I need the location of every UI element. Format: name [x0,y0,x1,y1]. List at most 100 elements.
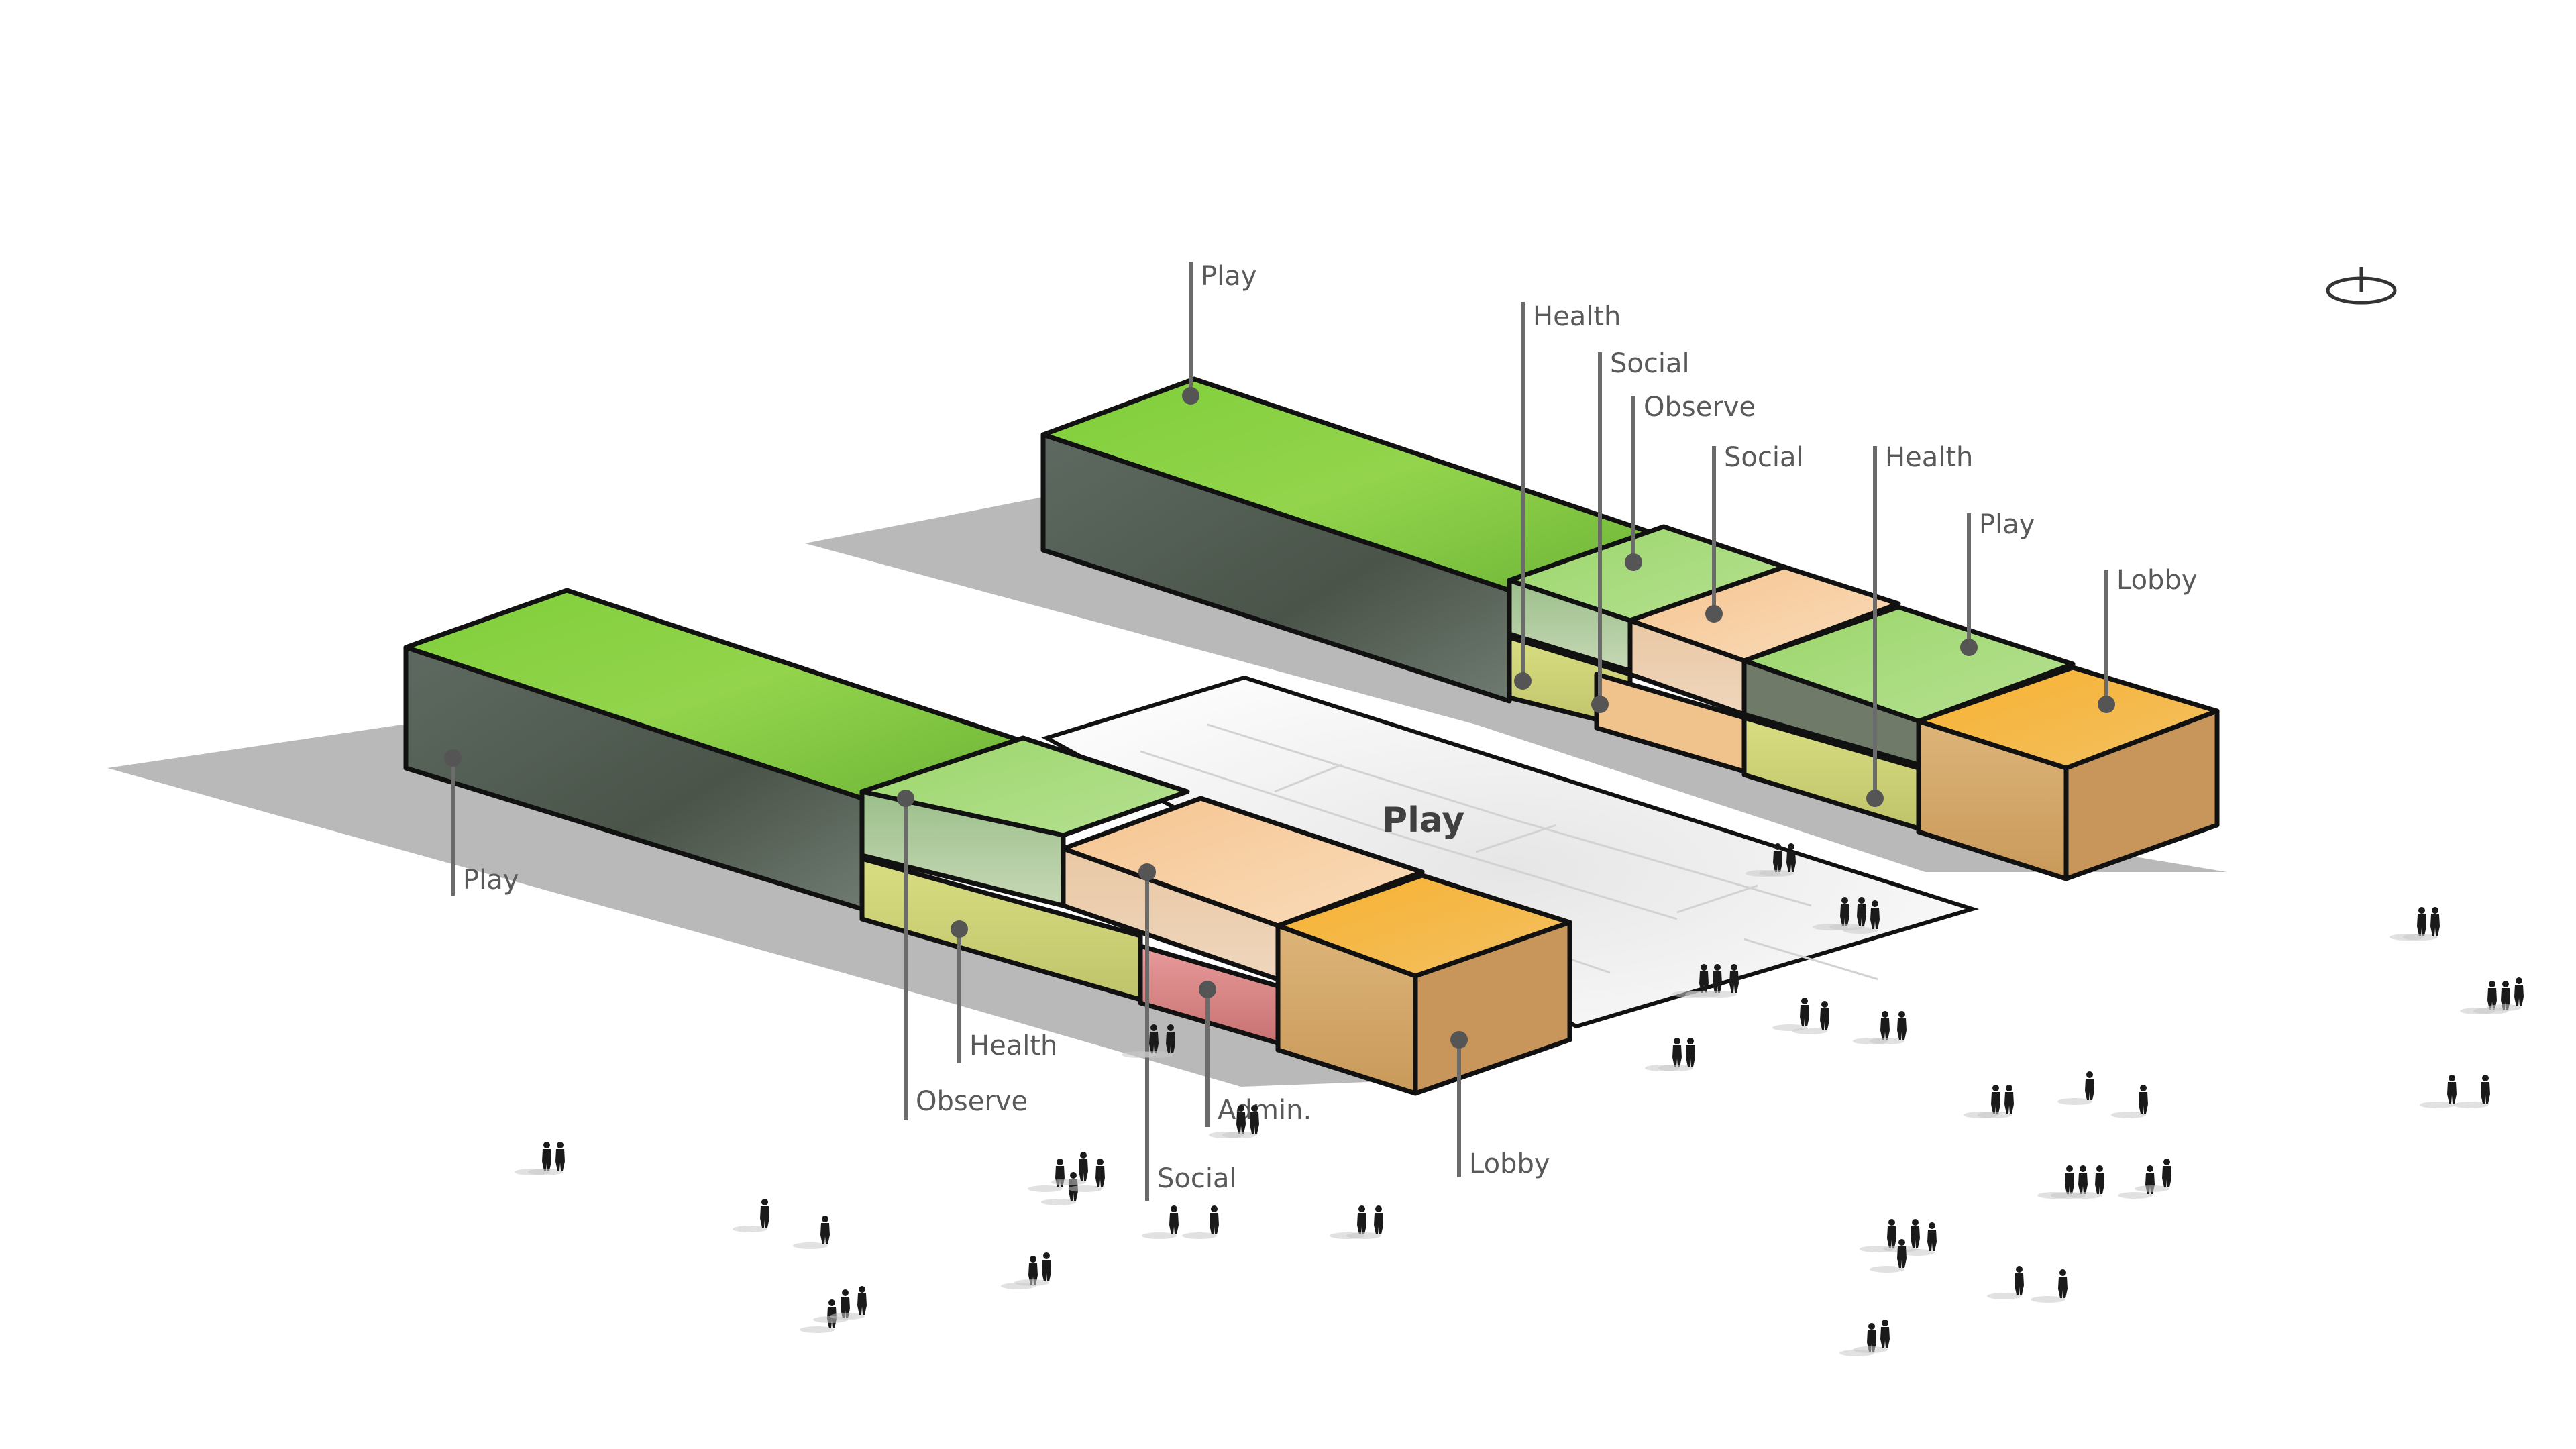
block-observe-front [859,735,1190,908]
person-silhouette-icon [1887,1219,1896,1248]
person-shadow [2403,934,2438,941]
labels-back-wing: Play Health Social Observe Social Health [1182,261,2198,807]
person-shadow [1843,927,1878,934]
person-shadow [1900,1249,1935,1256]
person-silhouette-icon [2514,977,2524,1006]
label-observe-front-text: Observe [916,1086,1028,1117]
block-social-front [1061,796,1425,982]
block-lobby-front [1275,873,1572,1096]
label-play-back-2: Play [1960,509,2035,656]
label-social-back-1-text: Social [1610,348,1690,379]
person-shadow [1068,1185,1103,1192]
person-silhouette-icon [841,1289,850,1318]
north-arrow-icon [2326,267,2397,305]
person-shadow [1028,1185,1063,1192]
person-silhouette-icon [2447,1075,2457,1104]
person-silhouette-icon [1880,1011,1890,1040]
person-silhouette-icon [1210,1205,1219,1234]
person-silhouette-icon [1897,1011,1907,1040]
label-admin-front: Admin. [1199,981,1311,1127]
person-shadow [2057,1098,2092,1105]
person-silhouette-icon [2095,1165,2104,1194]
lobby-front-end [1413,920,1572,1096]
person-silhouette-icon [2417,907,2426,936]
label-observe-front: Observe [897,790,1028,1120]
person-silhouette-icon [1991,1085,2000,1114]
front-wing [403,588,1572,1096]
person-silhouette-icon [1911,1219,1920,1248]
lobby-back-end [2063,708,2220,881]
person-shadow [2135,1185,2169,1192]
person-silhouette-icon [760,1199,769,1228]
person-silhouette-icon [2487,981,2497,1010]
label-health-back-2: Health [1866,442,1973,807]
person-shadow [528,1169,563,1175]
person-silhouette-icon [2078,1165,2088,1194]
person-silhouette-icon [1042,1252,1051,1281]
label-lobby-back: Lobby [2098,565,2198,713]
person-shadow [1138,1051,1173,1058]
person-shadow [2031,1296,2065,1303]
person-shadow [1870,1038,1904,1044]
person-silhouette-icon [1800,998,1809,1026]
person-silhouette-icon [1857,897,1866,926]
label-play-front-text: Play [463,865,519,896]
label-play-front: Play [444,749,519,896]
label-admin-front-text: Admin. [1218,1095,1311,1126]
label-observe-back: Observe [1625,392,1756,571]
person-shadow [793,1242,828,1249]
person-shadow [1346,1232,1381,1239]
person-shadow [2118,1192,2153,1199]
label-lobby-front: Lobby [1450,1031,1550,1179]
person-silhouette-icon [1699,964,1709,993]
person-silhouette-icon [2430,907,2440,936]
person-shadow [1853,1346,1888,1353]
person-shadow [800,1326,835,1333]
person-silhouette-icon [1672,1038,1682,1067]
person-silhouette-icon [1149,1024,1159,1053]
person-shadow [1041,1199,1076,1205]
person-shadow [1977,1112,2012,1118]
person-silhouette-icon [1374,1205,1383,1234]
person-silhouette-icon [1729,964,1739,993]
person-silhouette-icon [1357,1205,1366,1234]
label-social-back-1: Social [1591,348,1690,713]
person-silhouette-icon [1867,1323,1876,1352]
person-silhouette-icon [1169,1205,1179,1234]
person-silhouette-icon [1028,1256,1038,1285]
label-lobby-back-text: Lobby [2116,565,2198,596]
person-silhouette-icon [2004,1085,2014,1114]
person-silhouette-icon [1880,1320,1890,1348]
person-shadow [2111,1112,2146,1118]
label-play-back-2-text: Play [1979,509,2035,540]
person-silhouette-icon [555,1142,565,1171]
person-silhouette-icon [2481,1075,2490,1104]
person-silhouette-icon [1786,843,1796,872]
person-silhouette-icon [2501,981,2510,1010]
person-shadow [733,1226,767,1232]
person-silhouette-icon [2065,1165,2074,1194]
block-lobby-back [1916,665,2220,881]
person-silhouette-icon [1166,1024,1175,1053]
label-health-front-text: Health [969,1030,1057,1061]
label-observe-back-text: Observe [1644,392,1756,423]
person-silhouette-icon [1927,1222,1937,1251]
person-silhouette-icon [1713,964,1722,993]
person-silhouette-icon [1250,1105,1259,1134]
label-health-back-1: Health [1514,301,1621,690]
person-shadow [1014,1279,1049,1286]
person-silhouette-icon [1897,1239,1907,1268]
shadow-front-wing [107,724,1422,1087]
person-silhouette-icon [1079,1152,1088,1181]
label-social-front-text: Social [1157,1163,1237,1194]
block-play-front [403,588,1026,912]
person-shadow [1792,1028,1827,1034]
label-social-back-2-text: Social [1724,442,1804,473]
person-shadow [1222,1132,1257,1138]
person-shadow [2420,1102,2455,1108]
label-health-front: Health [951,920,1057,1063]
person-silhouette-icon [857,1286,867,1315]
person-silhouette-icon [1095,1159,1105,1187]
person-silhouette-icon [2162,1159,2171,1187]
